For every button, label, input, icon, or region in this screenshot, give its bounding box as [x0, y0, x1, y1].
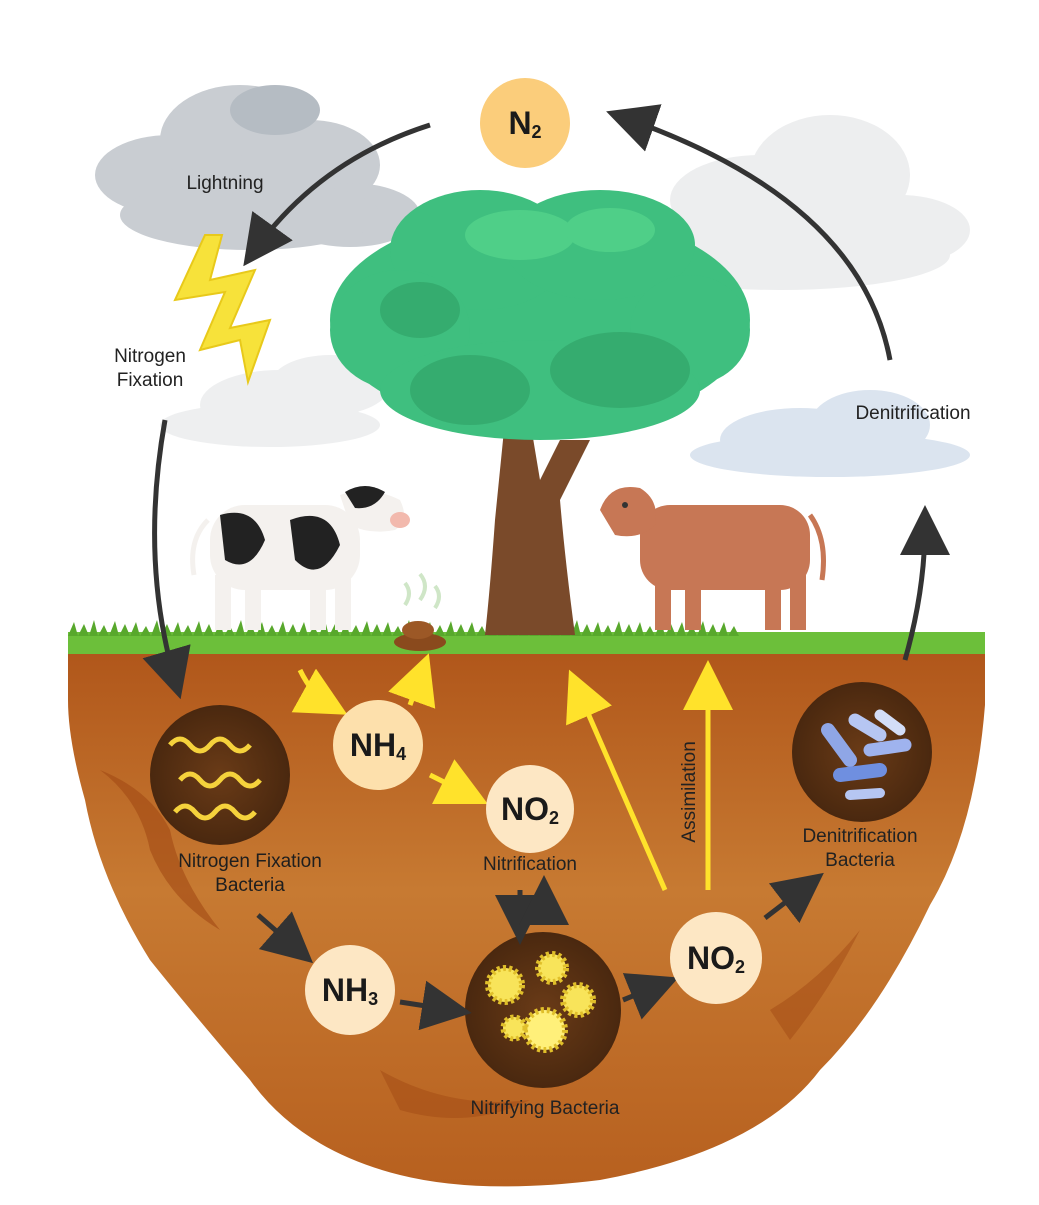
molecule-symbol: NO	[500, 790, 549, 827]
arrow-soil-to-denitrification	[899, 505, 950, 661]
arrow-nitrifying-to-no2	[622, 973, 679, 1020]
cow-brown	[600, 486, 826, 630]
cloud-right-low	[690, 390, 970, 477]
molecule-subscript: 3	[368, 988, 379, 1009]
label-denitrification: Denitrification	[855, 403, 971, 424]
arrow-fixation-to-soil	[142, 419, 191, 700]
molecule-symbol: N	[508, 104, 532, 141]
arrow-n2-to-lightning	[243, 122, 431, 267]
arrow-bacteria-to-nh3	[256, 911, 314, 964]
tree	[330, 190, 750, 635]
lightning-bolt-icon	[173, 234, 272, 386]
label-lightning: Lightning	[186, 173, 264, 194]
arrow-no2-to-denitrification-bacteria	[763, 872, 824, 924]
molecule-subscript: 4	[396, 743, 407, 764]
cow-holstein	[190, 486, 410, 630]
molecule-symbol: NH	[321, 971, 369, 1008]
label-nitrifying-bacteria: Nitrifying Bacteria	[470, 1098, 620, 1119]
molecule-symbol: NO	[686, 939, 735, 976]
molecule-subscript: 2	[548, 807, 559, 828]
arrow-nh3-to-nitrifying	[399, 980, 472, 1031]
molecule-subscript: 2	[734, 956, 745, 977]
label-nitrification: Nitrification	[483, 854, 577, 875]
yellow-arrows	[291, 653, 733, 891]
label-nitrogen-fixation: Nitrogen Fixation	[114, 346, 186, 391]
arrow-denitrification-to-n2	[606, 104, 893, 361]
label-nitrogen-fixation-bacteria: Nitrogen Fixation Bacteria	[178, 851, 322, 896]
molecule-symbol: NH	[349, 726, 397, 763]
denitrification-bacteria-icon	[792, 682, 932, 822]
molecule-subscript: 2	[531, 121, 542, 142]
dung-pile	[394, 572, 446, 651]
nitrogen-fixation-bacteria-icon	[150, 705, 290, 845]
cycle-arrows	[142, 104, 950, 1031]
label-assimilation: Assimilation	[679, 741, 701, 843]
nitrifying-bacteria-icon	[465, 932, 621, 1088]
label-denitrification-bacteria: Denitrification Bacteria	[802, 826, 918, 871]
cloud-left	[95, 85, 420, 250]
